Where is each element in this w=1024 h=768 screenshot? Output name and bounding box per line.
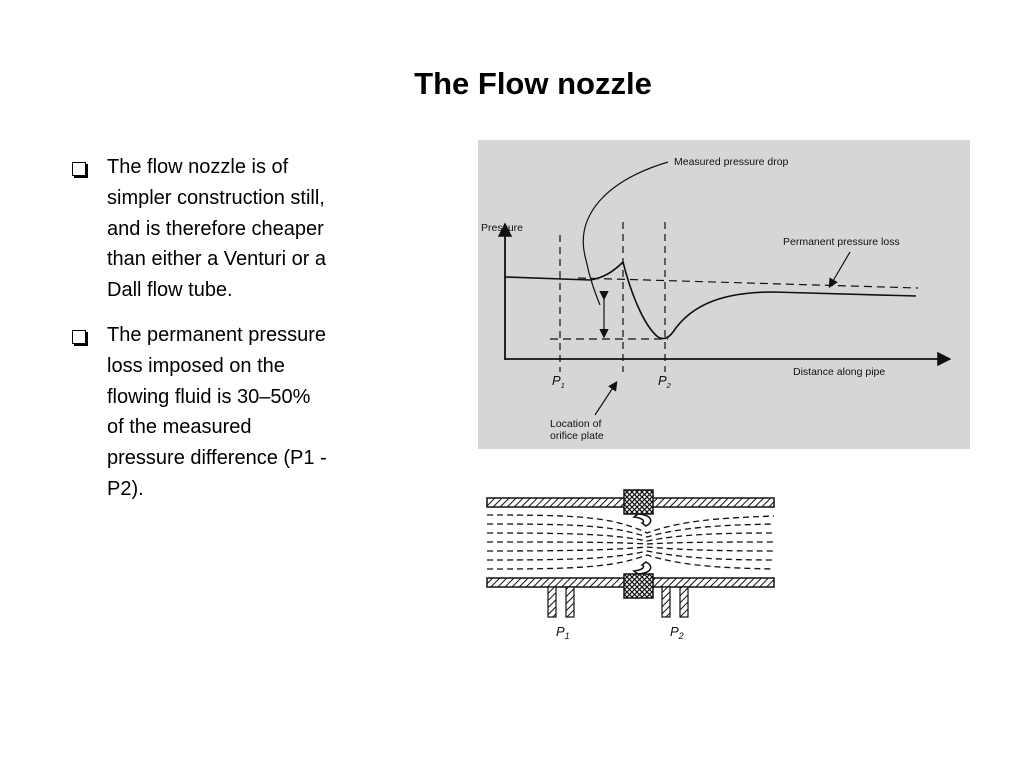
- y-axis-label: Pressure: [481, 222, 523, 234]
- bullet-text: The permanent pressure loss imposed on t…: [107, 323, 327, 500]
- graph-p2-label: P2: [658, 373, 672, 390]
- flow-nozzle-cross-section: P1 P2: [482, 482, 782, 644]
- orifice-location-label-line1: Location of: [550, 418, 601, 430]
- x-axis-label: Distance along pipe: [793, 366, 885, 378]
- nozzle-lip-bottom: [632, 561, 652, 575]
- nozzle-flange-top: [623, 489, 654, 515]
- p2-tap-right-wall: [679, 586, 689, 618]
- pressure-graph-svg: Pressure Distance along pipe Measured pr…: [481, 156, 952, 442]
- bullet-item: The permanent pressure loss imposed on t…: [72, 320, 332, 505]
- slide-title: The Flow nozzle: [414, 66, 652, 101]
- nozzle-p2-label: P2: [670, 624, 684, 641]
- bullet-text: The flow nozzle is of simpler constructi…: [107, 156, 327, 302]
- nozzle-lip-top: [632, 513, 652, 527]
- p1-tap-right-wall: [565, 586, 575, 618]
- flow-streamlines: [486, 514, 775, 570]
- permanent-pressure-loss-label: Permanent pressure loss: [783, 236, 900, 248]
- bullet-item: The flow nozzle is of simpler constructi…: [72, 152, 332, 306]
- initial-pressure-dashed-line: [577, 277, 919, 289]
- graph-p1-label: P1: [552, 373, 565, 390]
- nozzle-flange-bottom: [623, 573, 654, 599]
- measured-pressure-drop-label: Measured pressure drop: [674, 156, 789, 168]
- checkbox-bullet-icon: [72, 329, 86, 344]
- p1-tap-left-wall: [547, 586, 557, 618]
- nozzle-p1-label: P1: [556, 624, 570, 641]
- checkbox-bullet-icon: [72, 162, 86, 176]
- drop-annotation-leader: [582, 161, 669, 306]
- orifice-location-label-line2: orifice plate: [550, 430, 604, 442]
- loss-annotation-arrow: [828, 251, 851, 289]
- bullet-list: The flow nozzle is of simpler constructi…: [72, 152, 332, 519]
- nozzle-diagram-svg: P1 P2: [486, 489, 775, 641]
- p2-tap-left-wall: [661, 586, 671, 618]
- pressure-curve: [504, 260, 917, 340]
- orifice-location-arrow: [594, 380, 618, 416]
- pressure-distance-diagram: Pressure Distance along pipe Measured pr…: [478, 140, 970, 449]
